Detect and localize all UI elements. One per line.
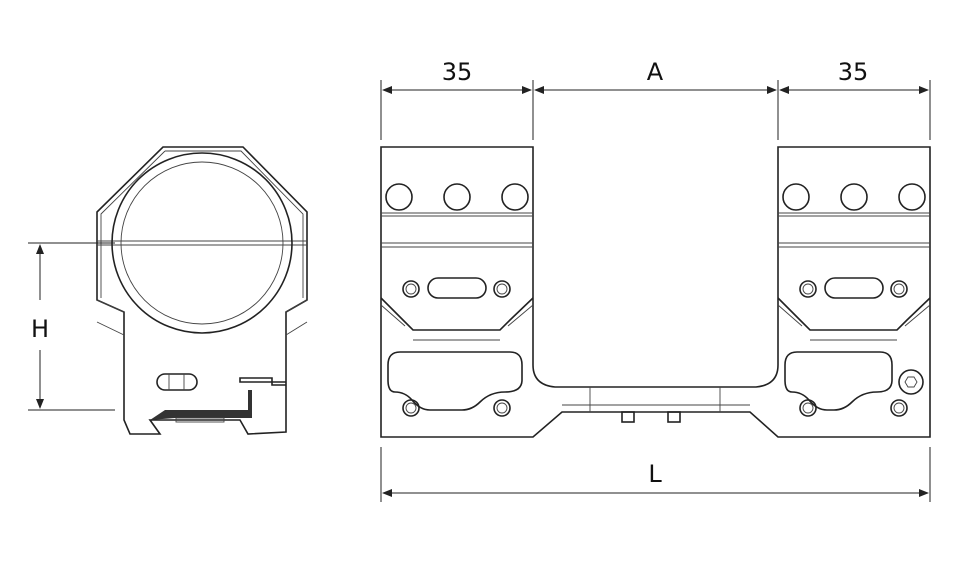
height-dimension: H — [28, 242, 115, 411]
ring-screws-right — [782, 183, 926, 211]
hex-bolt-icon — [898, 369, 924, 395]
scope-tube-bore — [111, 152, 293, 334]
ring-spacing-label: A — [647, 58, 664, 86]
length-dimension: L — [380, 447, 931, 502]
height-label: H — [31, 315, 49, 343]
slot-icon — [156, 373, 198, 391]
ring-screws-left — [385, 183, 529, 211]
length-label: L — [648, 460, 662, 488]
side-view-ring — [96, 146, 308, 435]
recoil-lug-teeth — [150, 390, 252, 420]
top-dimensions: 35 A 35 — [380, 58, 931, 140]
left-ring-width-label: 35 — [442, 58, 473, 86]
front-view-mount — [380, 146, 931, 438]
right-ring-width-label: 35 — [838, 58, 869, 86]
